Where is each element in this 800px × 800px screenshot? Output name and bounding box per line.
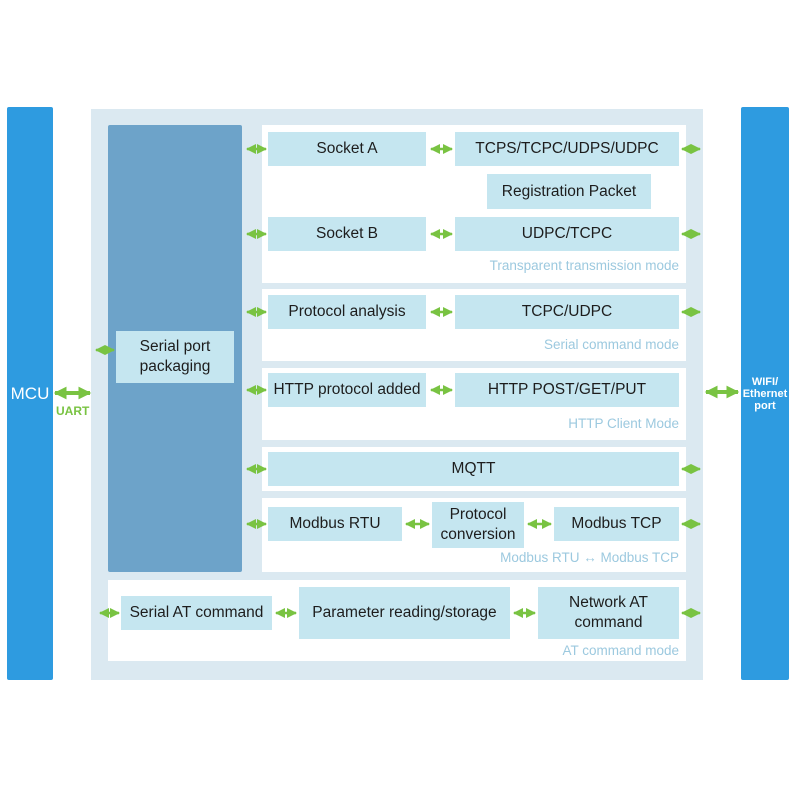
serial-at-command-box: Serial AT command (121, 596, 272, 630)
serial-port-packaging-box: Serial port packaging (116, 331, 234, 383)
wifi-label: WIFI/ (751, 375, 779, 388)
modbus-tcp-box: Modbus TCP (554, 507, 679, 541)
ethernet-label: Ethernet (742, 387, 788, 400)
network-at-command-line1: Network AT (569, 594, 648, 611)
protocol-conversion-box: Protocol conversion (432, 502, 524, 548)
protocol-conversion-line2: conversion (440, 526, 516, 543)
modbus-caption: Modbus RTU ↔ Modbus TCP (500, 550, 679, 565)
socket-b-protocols-box: UDPC/TCPC (455, 217, 679, 251)
uart-label: UART (56, 404, 90, 418)
parameter-storage-box: Parameter reading/storage (299, 587, 510, 639)
socket-b-box: Socket B (268, 217, 426, 251)
serial-command-mode-caption: Serial command mode (543, 337, 679, 352)
mcu-bar: MCU (7, 107, 53, 680)
serial-command-protocols-box: TCPC/UDPC (455, 295, 679, 329)
protocol-analysis-box: Protocol analysis (268, 295, 426, 329)
port-label: port (754, 399, 776, 412)
network-at-command-box: Network AT command (538, 587, 679, 639)
socket-a-box: Socket A (268, 132, 426, 166)
wifi-ethernet-port-label: WIFI/ Ethernet port (743, 376, 788, 412)
modbus-rtu-box: Modbus RTU (268, 507, 402, 541)
serial-port-packaging-line1: Serial port (139, 338, 211, 355)
serial-port-packaging-line2: packaging (139, 358, 211, 375)
transparent-mode-caption: Transparent transmission mode (489, 258, 679, 273)
http-protocol-added-box: HTTP protocol added (268, 373, 426, 407)
registration-packet-box: Registration Packet (487, 174, 651, 209)
network-at-command-line2: command (574, 614, 643, 631)
at-command-mode-caption: AT command mode (562, 643, 679, 658)
protocol-conversion-line1: Protocol (449, 506, 507, 523)
mqtt-box: MQTT (268, 452, 679, 486)
http-client-mode-caption: HTTP Client Mode (568, 416, 679, 431)
http-methods-box: HTTP POST/GET/PUT (455, 373, 679, 407)
mcu-label: MCU (10, 383, 50, 403)
socket-a-protocols-box: TCPS/TCPC/UDPS/UDPC (455, 132, 679, 166)
wifi-ethernet-port-bar: WIFI/ Ethernet port (741, 107, 789, 680)
